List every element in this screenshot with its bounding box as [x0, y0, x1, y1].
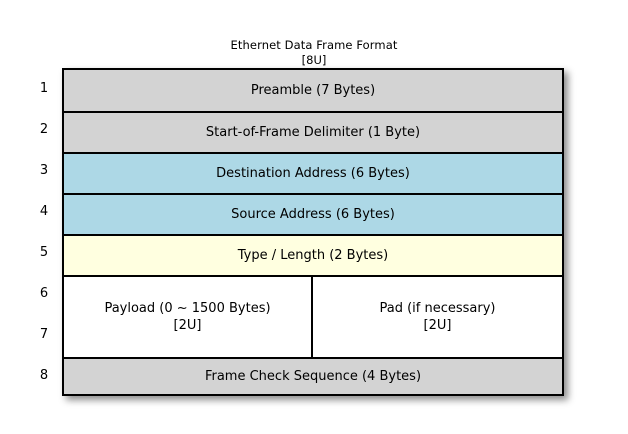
row-number-5: 5 [39, 245, 49, 260]
frame-field-pad-sublabel: [2U] [423, 318, 452, 333]
row-number-8: 8 [39, 368, 49, 383]
frame-format-table: Preamble (7 Bytes) Start-of-Frame Delimi… [62, 68, 564, 396]
frame-field-type-length: Type / Length (2 Bytes) [64, 236, 562, 277]
row-number-1: 1 [39, 81, 49, 96]
frame-field-frame-check-sequence: Frame Check Sequence (4 Bytes) [64, 359, 562, 394]
row-number-6: 6 [39, 286, 49, 301]
frame-field-payload-label-group: Payload (0 ~ 1500 Bytes) [2U] [104, 300, 270, 334]
frame-field-destination-address-label: Destination Address (6 Bytes) [216, 166, 410, 181]
frame-field-source-address-label: Source Address (6 Bytes) [231, 207, 395, 222]
row-number-7: 7 [39, 327, 49, 342]
frame-field-payload: Payload (0 ~ 1500 Bytes) [2U] [64, 277, 313, 357]
frame-field-type-length-label: Type / Length (2 Bytes) [237, 248, 389, 263]
row-number-4: 4 [39, 204, 49, 219]
frame-field-destination-address: Destination Address (6 Bytes) [64, 154, 562, 195]
diagram-title-block: Ethernet Data Frame Format [8U] [0, 38, 628, 68]
frame-field-payload-sublabel: [2U] [173, 318, 202, 333]
frame-field-pad-label: Pad (if necessary) [379, 301, 496, 316]
frame-field-sfd-label: Start-of-Frame Delimiter (1 Byte) [205, 125, 421, 140]
page-title: Ethernet Data Frame Format [230, 38, 398, 52]
frame-field-pad-label-group: Pad (if necessary) [2U] [379, 300, 495, 334]
row-number-gutter: 1 2 3 4 5 6 7 8 [30, 68, 58, 396]
frame-field-payload-pad-row: Payload (0 ~ 1500 Bytes) [2U] Pad (if ne… [64, 277, 562, 359]
page-subtitle: [8U] [301, 53, 327, 67]
row-number-2: 2 [39, 122, 49, 137]
frame-field-preamble: Preamble (7 Bytes) [64, 70, 562, 113]
frame-field-source-address: Source Address (6 Bytes) [64, 195, 562, 236]
frame-field-pad: Pad (if necessary) [2U] [313, 277, 562, 357]
frame-field-payload-label: Payload (0 ~ 1500 Bytes) [104, 301, 271, 316]
frame-field-preamble-label: Preamble (7 Bytes) [250, 83, 376, 98]
frame-field-frame-check-sequence-label: Frame Check Sequence (4 Bytes) [204, 369, 422, 384]
frame-field-sfd: Start-of-Frame Delimiter (1 Byte) [64, 113, 562, 154]
row-number-3: 3 [39, 163, 49, 178]
